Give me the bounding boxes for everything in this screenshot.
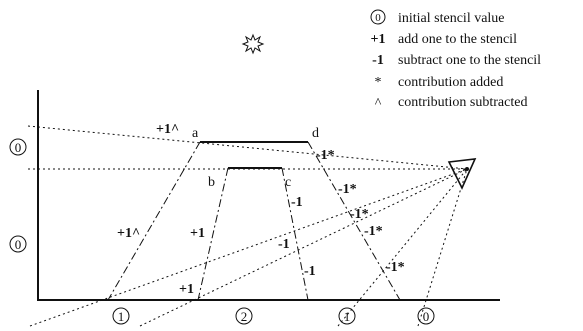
- region-value-bottom-2: 2: [235, 307, 253, 325]
- label-right-outer-5: -1*: [386, 260, 405, 275]
- svg-text:0: 0: [15, 140, 22, 155]
- legend-item-subtract: -1 subtract one to the stencil: [372, 53, 541, 68]
- legend-item-initial: 0 initial stencil value: [370, 9, 505, 26]
- legend: 0 initial stencil value +1 add one to th…: [370, 9, 541, 111]
- svg-text:+1: +1: [371, 32, 386, 47]
- svg-text:0: 0: [423, 309, 430, 324]
- svg-text:*: *: [375, 75, 382, 90]
- label-right-inner-1: -1: [291, 195, 303, 210]
- label-right-outer-3: -1*: [350, 207, 369, 222]
- label-left-inner-mid: +1: [190, 226, 205, 241]
- legend-item-contribution-subtracted: ^ contribution subtracted: [375, 95, 528, 111]
- label-right-inner-3: -1: [304, 264, 316, 279]
- svg-text:add one to the stencil: add one to the stencil: [398, 32, 517, 47]
- svg-text:^: ^: [375, 96, 382, 111]
- region-value-bottom-4: 0: [417, 307, 435, 325]
- svg-text:contribution subtracted: contribution subtracted: [398, 95, 527, 110]
- label-left-inner-bottom: +1: [179, 282, 194, 297]
- region-value-left-lower: 0: [9, 235, 27, 253]
- svg-text:contribution added: contribution added: [398, 75, 503, 90]
- eye-icon: [447, 158, 477, 190]
- vertex-d: d: [312, 126, 319, 141]
- vertex-b: b: [208, 175, 215, 190]
- svg-text:0: 0: [15, 237, 22, 252]
- svg-text:-1: -1: [372, 53, 384, 68]
- legend-item-add: +1 add one to the stencil: [371, 32, 518, 47]
- vertex-c: c: [285, 175, 291, 190]
- svg-text:1: 1: [118, 309, 125, 324]
- label-left-outer-lower: +1^: [117, 226, 140, 241]
- svg-text:initial stencil value: initial stencil value: [398, 11, 505, 26]
- label-right-outer-2: -1*: [338, 182, 357, 197]
- svg-text:0: 0: [375, 12, 381, 24]
- sun-icon: [241, 33, 265, 55]
- label-right-inner-2: -1: [278, 237, 290, 252]
- label-right-outer-4: -1*: [364, 224, 383, 239]
- region-value-bottom-3: 1: [338, 307, 356, 325]
- legend-item-contribution-added: * contribution added: [375, 75, 504, 90]
- vertex-a: a: [192, 126, 199, 141]
- label-right-outer-1: -1*: [316, 148, 335, 163]
- region-value-left-upper: 0: [9, 138, 27, 156]
- svg-text:2: 2: [241, 309, 248, 324]
- svg-text:1: 1: [344, 309, 351, 324]
- region-value-bottom-1: 1: [112, 307, 130, 325]
- svg-text:subtract one to the stencil: subtract one to the stencil: [398, 53, 541, 68]
- label-left-outer-upper: +1^: [156, 122, 179, 137]
- view-rays: [27, 125, 468, 327]
- shadow-volume-edges: [107, 141, 401, 301]
